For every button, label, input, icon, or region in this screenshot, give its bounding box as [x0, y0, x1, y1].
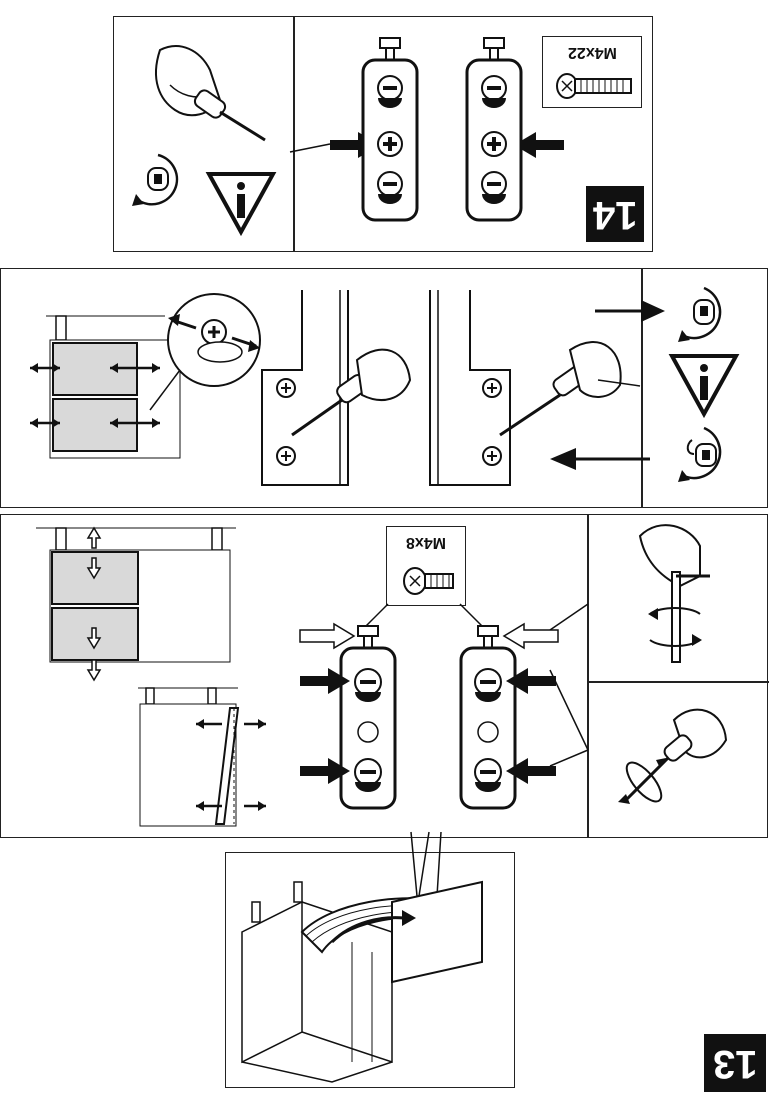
rotate-lock-icon [128, 150, 188, 215]
door-tilt-illustration [138, 684, 268, 832]
side-panel-screwdriver-left [262, 290, 412, 490]
step14-divider [293, 17, 295, 251]
pointer-line [598, 378, 643, 388]
screw-icon [401, 567, 457, 595]
screw-label-m4x22: M4x22 [542, 36, 642, 108]
arrow-icon [300, 758, 350, 784]
pointer-line [290, 138, 335, 154]
screw-icon [553, 73, 635, 99]
cabinet-updown-illustration [36, 522, 236, 682]
step14-number: 14 [593, 192, 638, 237]
arrow-icon [550, 446, 650, 472]
screw-size-text: M4x22 [568, 43, 617, 61]
zoom-detail-illustration [150, 290, 270, 410]
corner-carousel-illustration [232, 872, 512, 1082]
screwdriver-rotate-icon [604, 690, 734, 820]
arrow-icon [595, 298, 665, 324]
arrow-icon [300, 668, 350, 694]
step13-number: 13 [713, 1041, 758, 1086]
hinge-bracket-right [458, 626, 518, 812]
hinge-bracket-right [464, 38, 524, 224]
warning-info-icon [205, 170, 277, 236]
step-number-badge: 13 [704, 1034, 766, 1092]
pointer-lines [540, 600, 590, 780]
hinge-bracket-left [360, 38, 420, 224]
rotate-unlock-icon [672, 424, 736, 490]
warning-info-icon [668, 352, 740, 418]
screw-label-m4x8: M4x8 [386, 526, 466, 606]
hex-key-icon [620, 516, 730, 666]
step-number-badge: 14 [586, 186, 644, 242]
hinge-bracket-left [338, 626, 398, 812]
height-divider-h [587, 681, 769, 683]
screw-size-text: M4x8 [406, 533, 446, 551]
screwdriver-hand-illustration [140, 40, 280, 150]
rotate-lock-icon [672, 284, 736, 348]
